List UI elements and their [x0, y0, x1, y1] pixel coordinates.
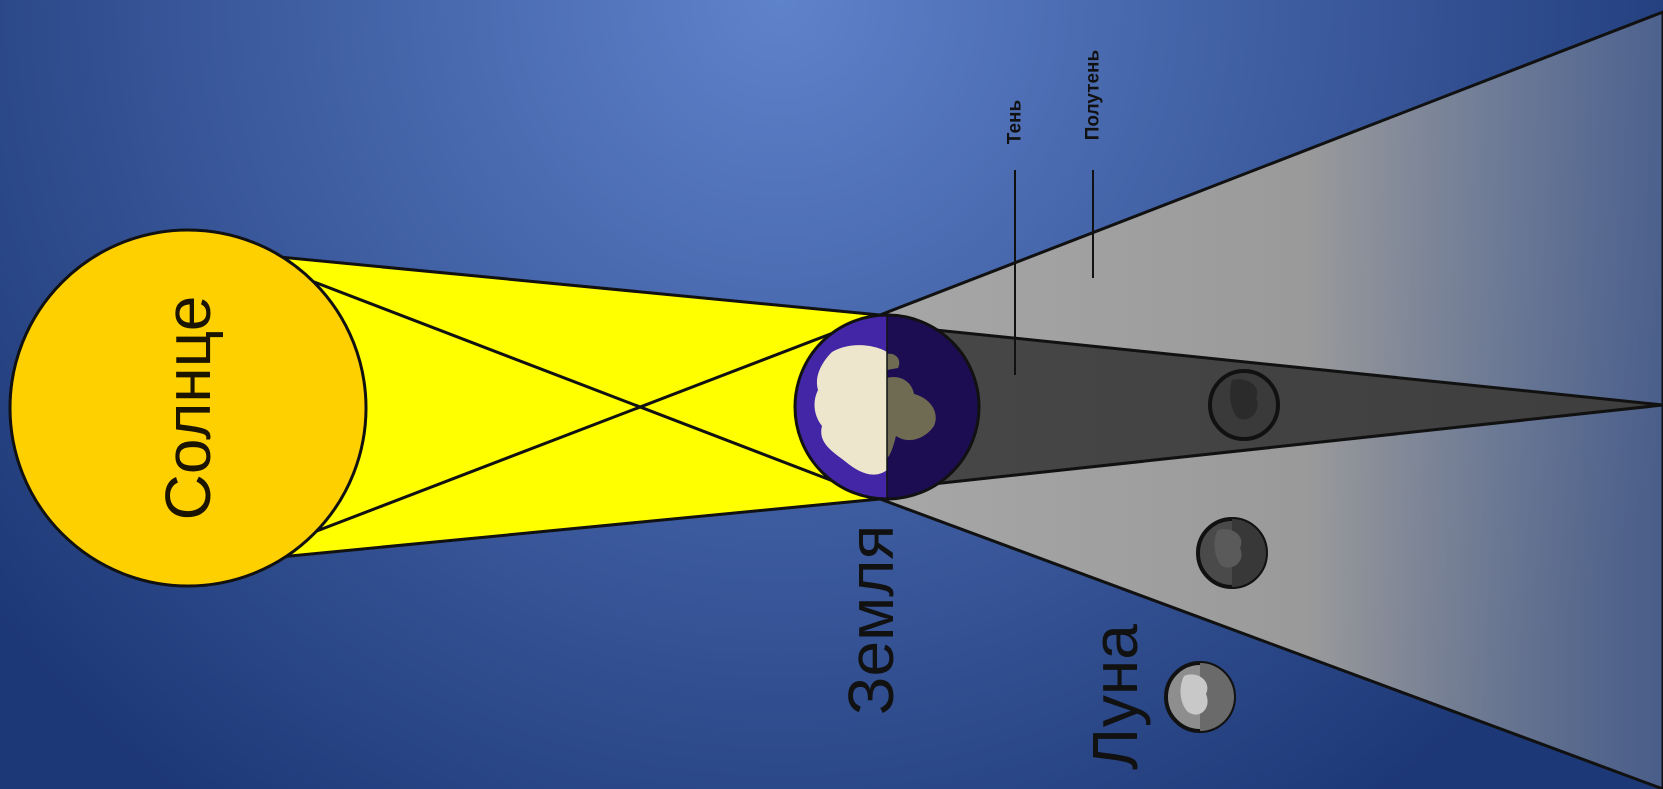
sunlight-ray-lower	[261, 313, 881, 554]
umbra-callout: Тень	[1005, 100, 1026, 375]
moon-in-penumbra	[1196, 517, 1268, 589]
moon-full: Луна	[1079, 624, 1236, 770]
moon-in-umbra	[1208, 369, 1280, 441]
earth: Земля	[793, 313, 981, 715]
sun: Солнце	[8, 228, 368, 588]
sun-label: Солнце	[152, 296, 224, 521]
earth-land-night	[887, 376, 936, 458]
earth-label: Земля	[835, 525, 907, 715]
moon-label: Луна	[1079, 624, 1151, 770]
penumbra-label: Полутень	[1083, 50, 1104, 140]
umbra-label: Тень	[1005, 100, 1026, 144]
sunlight-ray-upper	[261, 260, 881, 501]
penumbra-callout: Полутень	[1083, 50, 1104, 278]
earth-land-day	[814, 345, 887, 475]
